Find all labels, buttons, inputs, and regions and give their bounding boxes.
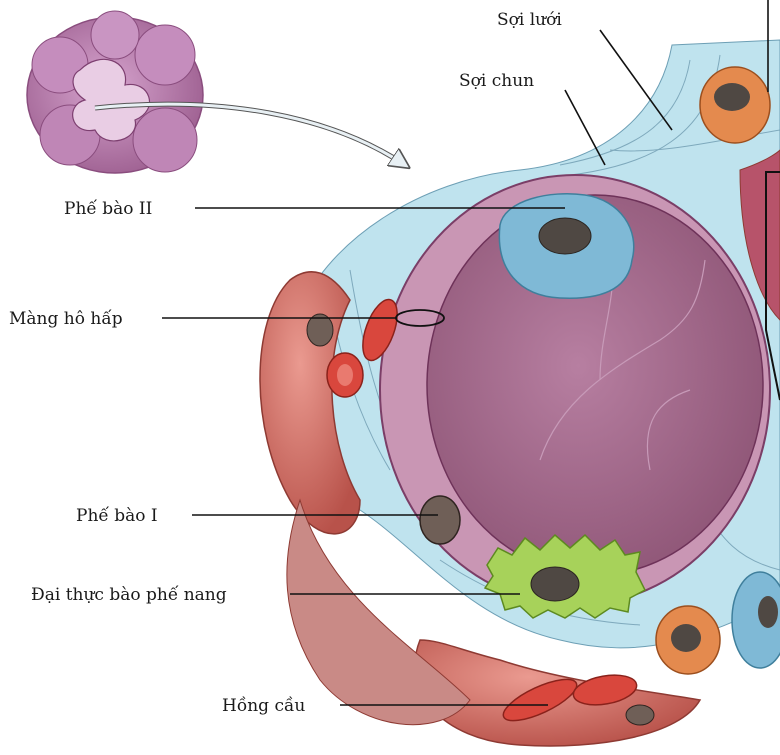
label-phe-bao-2: Phế bào II	[64, 199, 152, 219]
label-soi-luoi: Sợi lưới	[497, 10, 562, 30]
label-dai-thuc-bao: Đại thực bào phế nang	[31, 585, 227, 605]
label-mang-ho-hap: Màng hô hấp	[9, 309, 123, 329]
label-phe-bao-1: Phế bào I	[76, 506, 158, 526]
type-1-pneumocyte	[420, 496, 460, 544]
label-soi-chun: Sợi chun	[459, 71, 534, 91]
label-hong-cau: Hồng cầu	[222, 696, 305, 716]
type-2-pneumocyte	[499, 194, 633, 298]
alveolar-sac-cluster	[27, 11, 203, 173]
